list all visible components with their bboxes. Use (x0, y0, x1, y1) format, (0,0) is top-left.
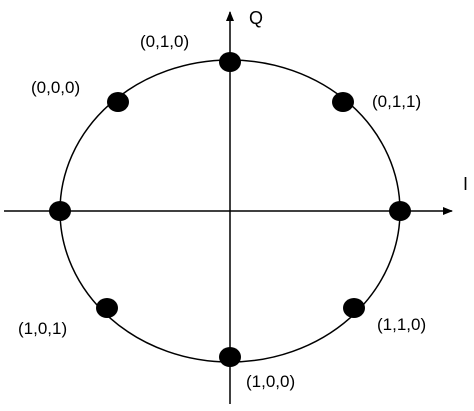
point-label-lower-left: (1,0,1) (18, 319, 67, 338)
q-axis-label: Q (249, 8, 263, 28)
point-label-top: (0,1,0) (140, 32, 189, 51)
point-lower-right (343, 298, 365, 318)
i-axis-label: I (463, 174, 468, 194)
point-lower-left (96, 298, 118, 318)
point-label-upper-right: (0,1,1) (372, 92, 421, 111)
point-label-bottom: (1,0,0) (246, 372, 295, 391)
point-left (49, 201, 71, 221)
point-label-upper-left: (0,0,0) (31, 78, 80, 97)
point-label-lower-right: (1,1,0) (377, 315, 426, 334)
point-upper-right (332, 92, 354, 112)
point-bottom (219, 347, 241, 367)
point-right (389, 201, 411, 221)
point-top (219, 52, 241, 72)
point-upper-left (107, 92, 129, 112)
